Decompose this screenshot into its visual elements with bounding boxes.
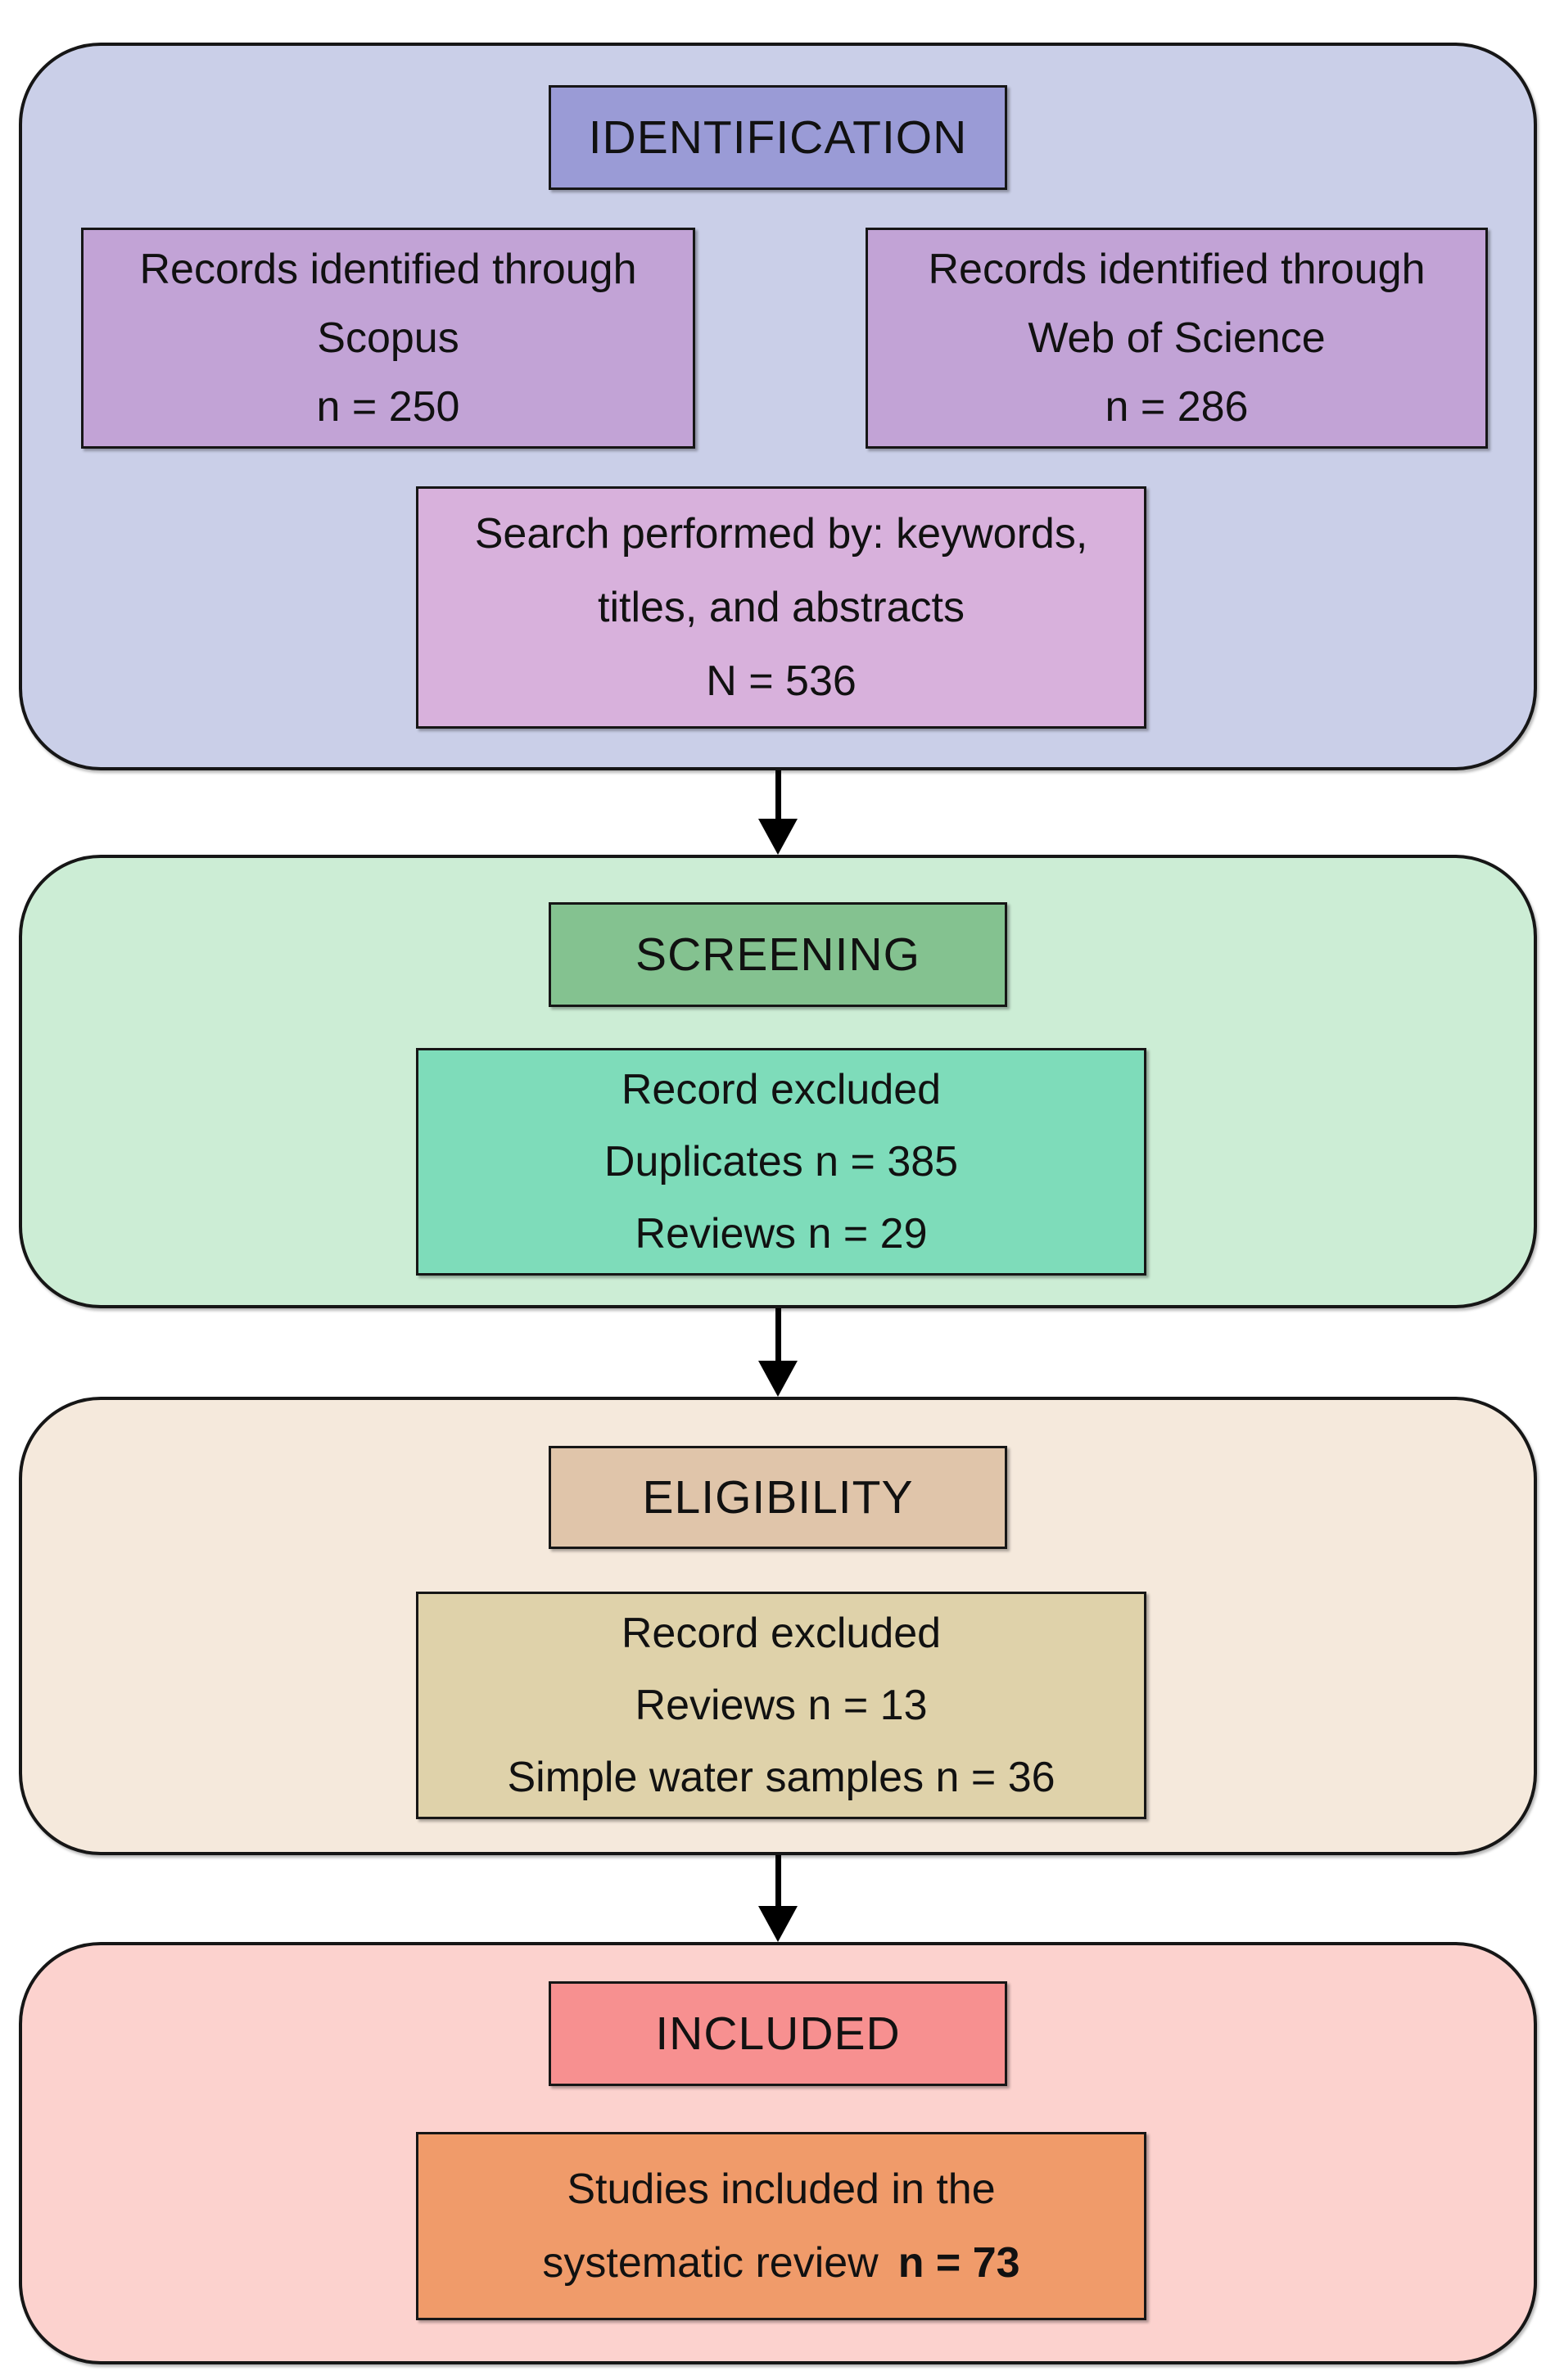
screening-excluded-reviews: Reviews n = 29 xyxy=(635,1210,928,1258)
stage-title-screening: SCREENING xyxy=(549,902,1007,1007)
flow-arrow-identification-to-screening xyxy=(757,770,798,855)
screening-excluded-duplicates: Duplicates n = 385 xyxy=(603,1138,959,1185)
flow-arrow-screening-to-eligibility xyxy=(757,1308,798,1397)
eligibility-excluded-line-1: Record excluded xyxy=(621,1610,942,1657)
search-performed-count: N = 536 xyxy=(706,657,857,705)
arrow-shaft xyxy=(775,770,781,819)
records-wos-line-2: Web of Science xyxy=(1028,314,1326,362)
search-performed-line-1: Search performed by: keywords, xyxy=(474,510,1088,558)
included-studies-line-2: systematic review n = 73 xyxy=(542,2226,1019,2300)
records-wos-count: n = 286 xyxy=(1105,383,1249,431)
stage-eligibility: ELIGIBILITY Record excluded Reviews n = … xyxy=(19,1397,1537,1855)
eligibility-excluded-water-samples: Simple water samples n = 36 xyxy=(507,1754,1056,1801)
included-studies-line-1: Studies included in the xyxy=(567,2165,996,2213)
included-studies-box: Studies included in the systematic revie… xyxy=(416,2132,1146,2320)
stage-included: INCLUDED Studies included in the systema… xyxy=(19,1942,1537,2364)
included-studies-count: n = 73 xyxy=(897,2239,1020,2287)
eligibility-excluded-reviews: Reviews n = 13 xyxy=(635,1682,928,1729)
eligibility-excluded-box: Record excluded Reviews n = 13 Simple wa… xyxy=(416,1592,1146,1819)
records-scopus-count: n = 250 xyxy=(316,383,460,431)
stage-title-included: INCLUDED xyxy=(549,1981,1007,2086)
records-web-of-science-box: Records identified through Web of Scienc… xyxy=(866,228,1488,449)
records-scopus-line-1: Records identified through xyxy=(139,246,637,293)
screening-excluded-box: Record excluded Duplicates n = 385 Revie… xyxy=(416,1048,1146,1276)
arrow-down-icon xyxy=(758,1361,798,1397)
flow-arrow-eligibility-to-included xyxy=(757,1855,798,1942)
arrow-down-icon xyxy=(758,1906,798,1942)
records-wos-line-1: Records identified through xyxy=(928,246,1426,293)
search-performed-box: Search performed by: keywords, titles, a… xyxy=(416,486,1146,729)
search-performed-line-2: titles, and abstracts xyxy=(598,584,965,631)
included-studies-line-2-text: systematic review xyxy=(542,2239,879,2287)
stage-title-eligibility: ELIGIBILITY xyxy=(549,1446,1007,1549)
stage-identification: IDENTIFICATION Records identified throug… xyxy=(19,43,1537,770)
stage-title-identification: IDENTIFICATION xyxy=(549,85,1007,190)
screening-excluded-line-1: Record excluded xyxy=(621,1066,942,1113)
arrow-down-icon xyxy=(758,819,798,855)
arrow-shaft xyxy=(775,1308,781,1361)
stage-screening: SCREENING Record excluded Duplicates n =… xyxy=(19,855,1537,1308)
arrow-shaft xyxy=(775,1855,781,1906)
records-scopus-box: Records identified through Scopus n = 25… xyxy=(81,228,695,449)
records-scopus-line-2: Scopus xyxy=(317,314,459,362)
